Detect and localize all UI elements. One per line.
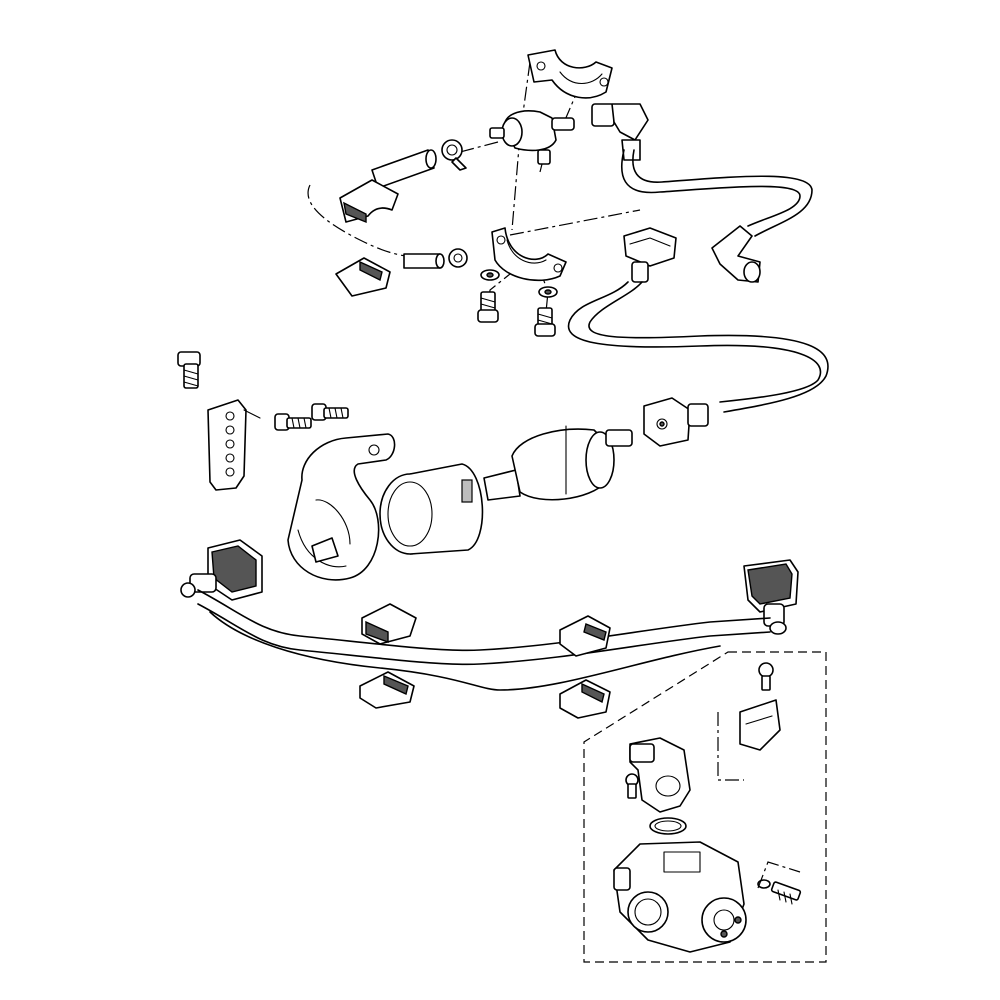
rubber-pad-upper-2: [335, 257, 391, 297]
lower-clamp-bracket: [491, 227, 567, 282]
fuel-filter: [483, 425, 633, 501]
hose-segment-mid: [403, 248, 468, 269]
fuel-filter-assembly: [177, 351, 799, 719]
idle-screw: [757, 879, 802, 905]
rubber-pad-lower-3: [359, 671, 415, 709]
bolt-left: [477, 291, 499, 323]
quick-connector-left: [180, 539, 263, 601]
washer-left: [480, 269, 500, 281]
filter-mount-bracket: [287, 433, 396, 581]
throttle-body-detail-box: [583, 651, 827, 963]
top-fuel-line-assembly: [307, 49, 829, 413]
elbow-connector-upper: [591, 103, 649, 161]
pressure-regulator: [489, 110, 575, 165]
detail-o-ring: [649, 817, 687, 835]
bracket-left-with-holes: [207, 399, 261, 491]
bolt-right: [534, 307, 556, 337]
detail-screw-top: [758, 662, 774, 691]
rubber-pad-lower-4: [559, 679, 611, 719]
hose-segment-upper: [371, 149, 437, 189]
washer-right: [538, 286, 558, 298]
hose-connector-right: [643, 397, 709, 447]
upper-clamp-bracket: [527, 49, 613, 99]
bolt-mid-2: [311, 403, 349, 421]
filter-clamp-sleeve: [379, 463, 484, 555]
long-bolt-top-left: [177, 351, 201, 389]
bolt-mid-1: [274, 413, 312, 431]
hose-clip-upper: [441, 139, 467, 171]
throttle-body: [613, 841, 747, 953]
quick-connector-mid: [623, 227, 677, 283]
rubber-pad-upper-1: [339, 179, 399, 224]
rubber-pad-lower-2: [559, 615, 611, 657]
detail-bracket: [739, 699, 781, 751]
elbow-connector-right: [711, 225, 761, 283]
quick-connector-right: [743, 559, 799, 635]
rubber-pad-lower-1: [361, 603, 417, 645]
detail-screw-left: [625, 773, 639, 799]
throttle-position-sensor: [629, 737, 691, 813]
